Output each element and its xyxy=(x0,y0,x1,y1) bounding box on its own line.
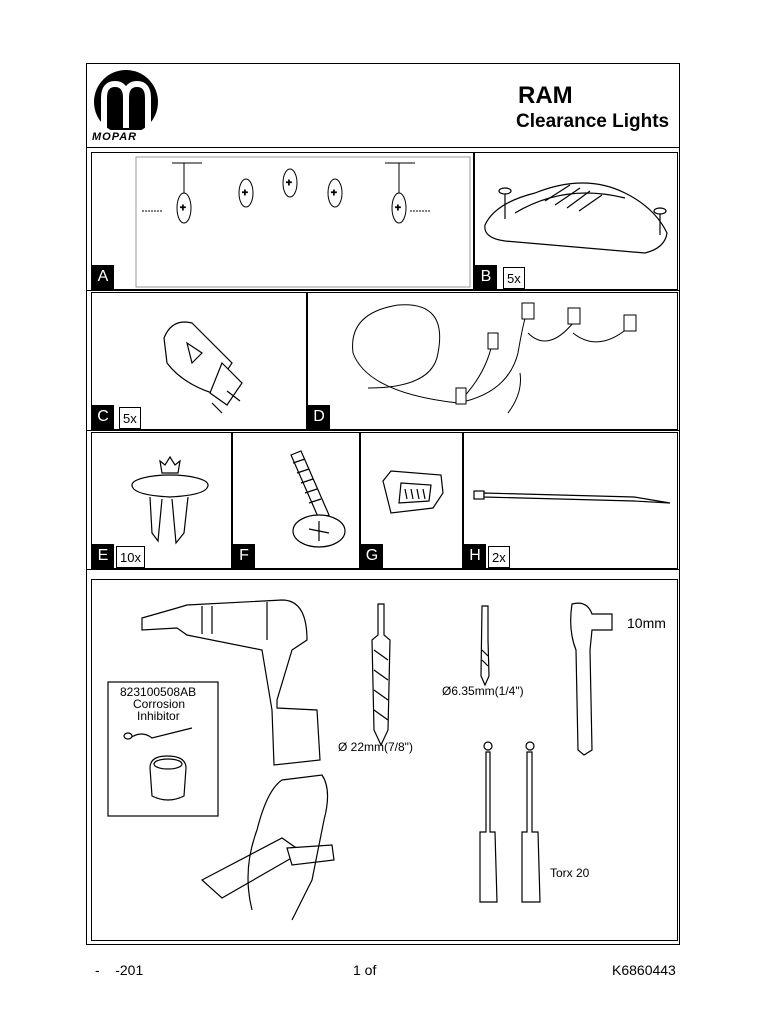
brand-text: MOPAR xyxy=(92,131,138,143)
part-d-label: D xyxy=(308,405,330,429)
mopar-logo: MOPAR xyxy=(90,68,170,146)
inhibitor-name-line1: Corrosion xyxy=(133,697,186,711)
part-a-label: A xyxy=(92,265,114,289)
row-divider-1 xyxy=(86,290,680,291)
header-divider xyxy=(86,147,680,148)
part-e-label: E xyxy=(92,544,114,568)
inhibitor-name-line2: Inhibitor xyxy=(137,709,180,723)
part-g-panel: G xyxy=(360,432,463,569)
part-b-quantity: 5x xyxy=(503,267,525,289)
clearance-light-icon xyxy=(484,182,668,254)
part-h-label: H xyxy=(464,544,486,568)
row-divider-3 xyxy=(86,569,680,570)
part-c-quantity: 5x xyxy=(119,407,141,429)
footer-doc-number: K6860443 xyxy=(612,962,676,978)
footer-page: 1 of xyxy=(353,962,377,978)
small-drill-bit-icon xyxy=(480,605,490,687)
part-f-panel: F xyxy=(232,432,360,569)
small-bit-size: Ø6.35mm(1/4") xyxy=(442,684,524,698)
svg-text:+: + xyxy=(331,188,337,199)
torx-label: Torx 20 xyxy=(550,866,590,880)
large-bit-size: Ø 22mm(7/8") xyxy=(338,740,413,754)
tools-panel: 823100508AB Corrosion Inhibitor Ø 22mm(7… xyxy=(91,579,678,941)
part-d-panel: D xyxy=(307,292,678,430)
svg-text:+: + xyxy=(180,203,186,214)
part-g-label: G xyxy=(361,544,383,568)
part-e-panel: E 10x xyxy=(91,432,232,569)
torx-screwdriver-icon xyxy=(521,751,541,903)
part-e-quantity: 10x xyxy=(116,546,145,568)
tools-drawing xyxy=(107,599,613,921)
bulb-icon xyxy=(163,321,243,414)
part-a-panel: + + + + + A xyxy=(91,152,474,290)
svg-text:+: + xyxy=(242,188,248,199)
svg-text:+: + xyxy=(286,178,292,189)
page-subtitle: Clearance Lights xyxy=(516,111,670,132)
svg-text:+: + xyxy=(395,203,401,214)
part-h-panel: H 2x xyxy=(463,432,678,569)
light-layout-diagram: + + + + + xyxy=(135,156,471,288)
cable-tie-icon xyxy=(473,490,671,504)
part-f-label: F xyxy=(233,544,255,568)
page-frame xyxy=(86,63,680,945)
footer-date: - -201 xyxy=(95,962,144,978)
push-pin-icon xyxy=(131,455,209,545)
clip-icon xyxy=(382,470,444,514)
hand-icon xyxy=(247,774,329,921)
part-b-panel: B 5x xyxy=(474,152,678,290)
inhibitor-part-number: 823100508AB xyxy=(120,685,197,699)
part-h-quantity: 2x xyxy=(488,546,510,568)
wiring-harness-icon xyxy=(352,302,637,414)
part-c-panel: C 5x xyxy=(91,292,307,430)
screw-icon xyxy=(290,450,346,548)
mopar-logo-icon xyxy=(90,70,170,146)
drill-icon xyxy=(141,599,321,766)
part-c-label: C xyxy=(92,405,114,429)
page-title: RAM xyxy=(518,82,573,109)
ratchet-size: 10mm xyxy=(627,615,666,631)
ratchet-icon xyxy=(570,602,613,756)
part-b-label: B xyxy=(475,265,497,289)
phillips-screwdriver-icon xyxy=(479,751,498,903)
row-divider-2 xyxy=(86,430,680,431)
